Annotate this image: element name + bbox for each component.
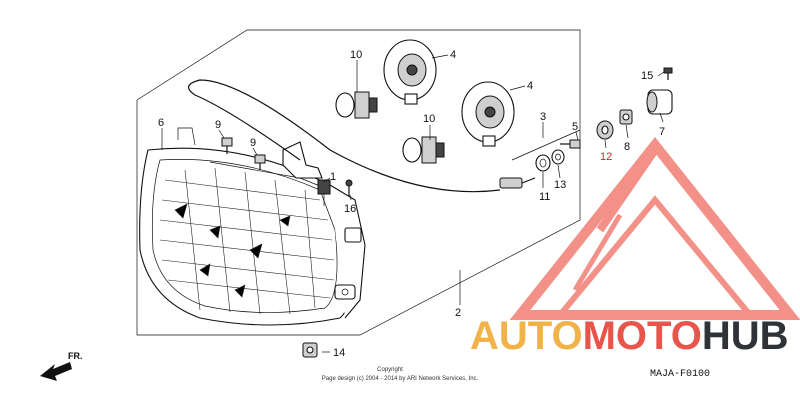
callout-15: 15	[641, 70, 653, 82]
callout-14: 14	[333, 347, 345, 359]
callout-10a: 10	[350, 49, 362, 61]
nut-8	[619, 109, 633, 125]
callout-13: 13	[554, 179, 566, 191]
copyright-line1: Copyright	[377, 367, 403, 373]
screw-9b	[254, 154, 266, 170]
socket-4a	[383, 39, 437, 105]
socket-4b	[461, 81, 515, 147]
washer-13	[551, 149, 565, 165]
bulb-10b	[402, 136, 445, 164]
callout-11: 11	[539, 191, 550, 203]
watermark-auto: AUTO	[470, 314, 583, 358]
headlight-unit	[139, 127, 366, 326]
screw-16	[345, 179, 353, 196]
screw-9a	[221, 137, 233, 154]
washer-11	[535, 154, 551, 172]
callout-5: 5	[572, 121, 578, 133]
copyright-line2: Page design (c) 2004 - 2014 by ARI Netwo…	[322, 376, 479, 382]
watermark-text: AUTOMOTOHUB	[470, 314, 789, 358]
callout-10b: 10	[423, 113, 435, 125]
callout-1: 1	[330, 171, 336, 183]
callout-4a: 4	[450, 49, 456, 61]
nut-14	[302, 342, 318, 358]
callout-4b: 4	[527, 80, 533, 92]
callout-8: 8	[624, 141, 630, 153]
callout-9a: 9	[215, 119, 221, 131]
adjuster-screw-5	[560, 139, 581, 149]
callout-12: 12	[600, 151, 612, 163]
watermark-logo	[509, 136, 800, 320]
mounting-bracket	[282, 141, 331, 206]
callout-7: 7	[659, 126, 665, 138]
bulb-10a	[335, 91, 378, 119]
callouts: 2 3 4 4 5 6 7 8 9 9 10 10 11 12 13 14 15…	[158, 49, 665, 359]
callout-6: 6	[158, 117, 164, 129]
callout-3: 3	[540, 111, 546, 123]
grommet-12	[596, 120, 614, 140]
cap-7	[646, 89, 673, 115]
cable-end	[499, 177, 536, 189]
callout-9b: 9	[250, 137, 256, 149]
callout-2: 2	[455, 307, 461, 319]
leader-lines	[161, 54, 665, 353]
drawing-code: MAJA-F0100	[650, 369, 710, 380]
front-direction-label: FR.	[68, 351, 83, 361]
lens-texture	[159, 167, 335, 315]
screw-15	[663, 67, 673, 80]
watermark-moto: MOTO	[583, 314, 702, 358]
front-direction-arrow: FR.	[40, 351, 83, 381]
callout-16: 16	[344, 203, 356, 215]
adjuster-cable	[188, 79, 501, 193]
assembly-boundary	[136, 29, 581, 336]
watermark-hub: HUB	[702, 314, 789, 358]
bracket-3-line	[511, 129, 581, 161]
